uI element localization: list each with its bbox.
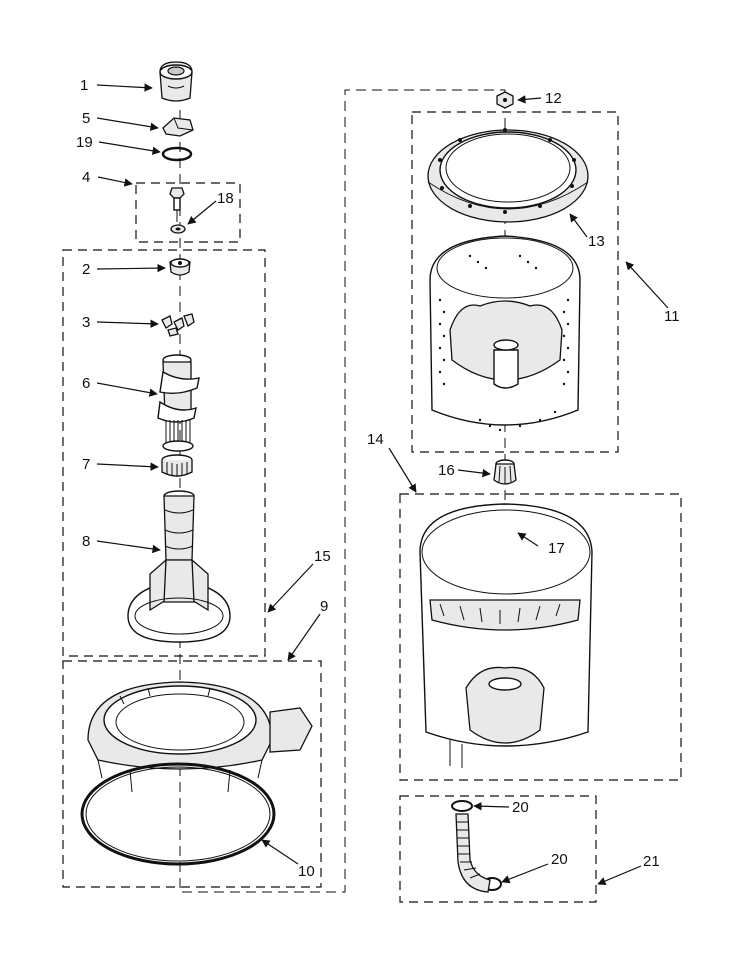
agitator-bolt-part[interactable] — [169, 187, 185, 222]
callout-1: 1 — [80, 77, 88, 94]
upper-agitator-part[interactable] — [157, 354, 200, 452]
callout-4: 4 — [82, 169, 90, 186]
agitator-cap-part[interactable] — [162, 117, 194, 137]
callout-3: 3 — [82, 314, 90, 331]
callout-13: 13 — [588, 233, 605, 250]
callout-6: 6 — [82, 375, 90, 392]
group-box-4 — [135, 182, 241, 243]
callout-19: 19 — [76, 134, 93, 151]
callout-8: 8 — [82, 533, 90, 550]
callout-labels: 1 5 19 4 18 2 3 6 7 8 15 9 10 12 13 11 1… — [76, 77, 680, 880]
callout-7: 7 — [82, 456, 90, 473]
callout-17: 17 — [548, 540, 565, 557]
spin-tub-nut-part[interactable] — [496, 91, 514, 109]
drive-hub-part[interactable] — [493, 459, 517, 485]
group-box-21 — [399, 795, 597, 903]
hose-clamp-top-part[interactable] — [451, 800, 473, 812]
callout-12: 12 — [545, 90, 562, 107]
callout-21: 21 — [643, 853, 660, 870]
dispenser-cap-part[interactable] — [159, 61, 193, 102]
callout-5: 5 — [82, 110, 90, 127]
basket-perforations — [438, 254, 570, 432]
agitator-dogs-part[interactable] — [161, 313, 195, 337]
o-ring-part[interactable] — [161, 146, 193, 162]
tub-seal-part[interactable] — [80, 762, 276, 866]
group-box-14 — [399, 493, 682, 781]
cam-part[interactable] — [169, 258, 191, 276]
group-box-9 — [62, 660, 322, 888]
group-box-15 — [62, 249, 266, 657]
coupling-part[interactable] — [161, 454, 193, 477]
callout-10: 10 — [298, 863, 315, 880]
spin-basket-part[interactable] — [429, 235, 581, 432]
callout-20-bottom: 20 — [551, 851, 568, 868]
tub-ring-part[interactable] — [87, 681, 313, 793]
callout-18: 18 — [217, 190, 234, 207]
callout-16: 16 — [438, 462, 455, 479]
outer-tub-part[interactable] — [419, 503, 593, 768]
callout-20-top: 20 — [512, 799, 529, 816]
leader-lines — [96, 83, 669, 885]
callout-11: 11 — [664, 308, 680, 325]
callout-2: 2 — [82, 261, 90, 278]
washer-part-18[interactable] — [170, 224, 186, 234]
drain-hose-part[interactable] — [455, 813, 491, 893]
lower-agitator-part[interactable] — [127, 490, 231, 643]
callout-14: 14 — [367, 431, 384, 448]
balance-ring-part[interactable] — [427, 128, 589, 223]
group-box-11 — [411, 111, 619, 453]
callout-15: 15 — [314, 548, 331, 565]
callout-9: 9 — [320, 598, 328, 615]
